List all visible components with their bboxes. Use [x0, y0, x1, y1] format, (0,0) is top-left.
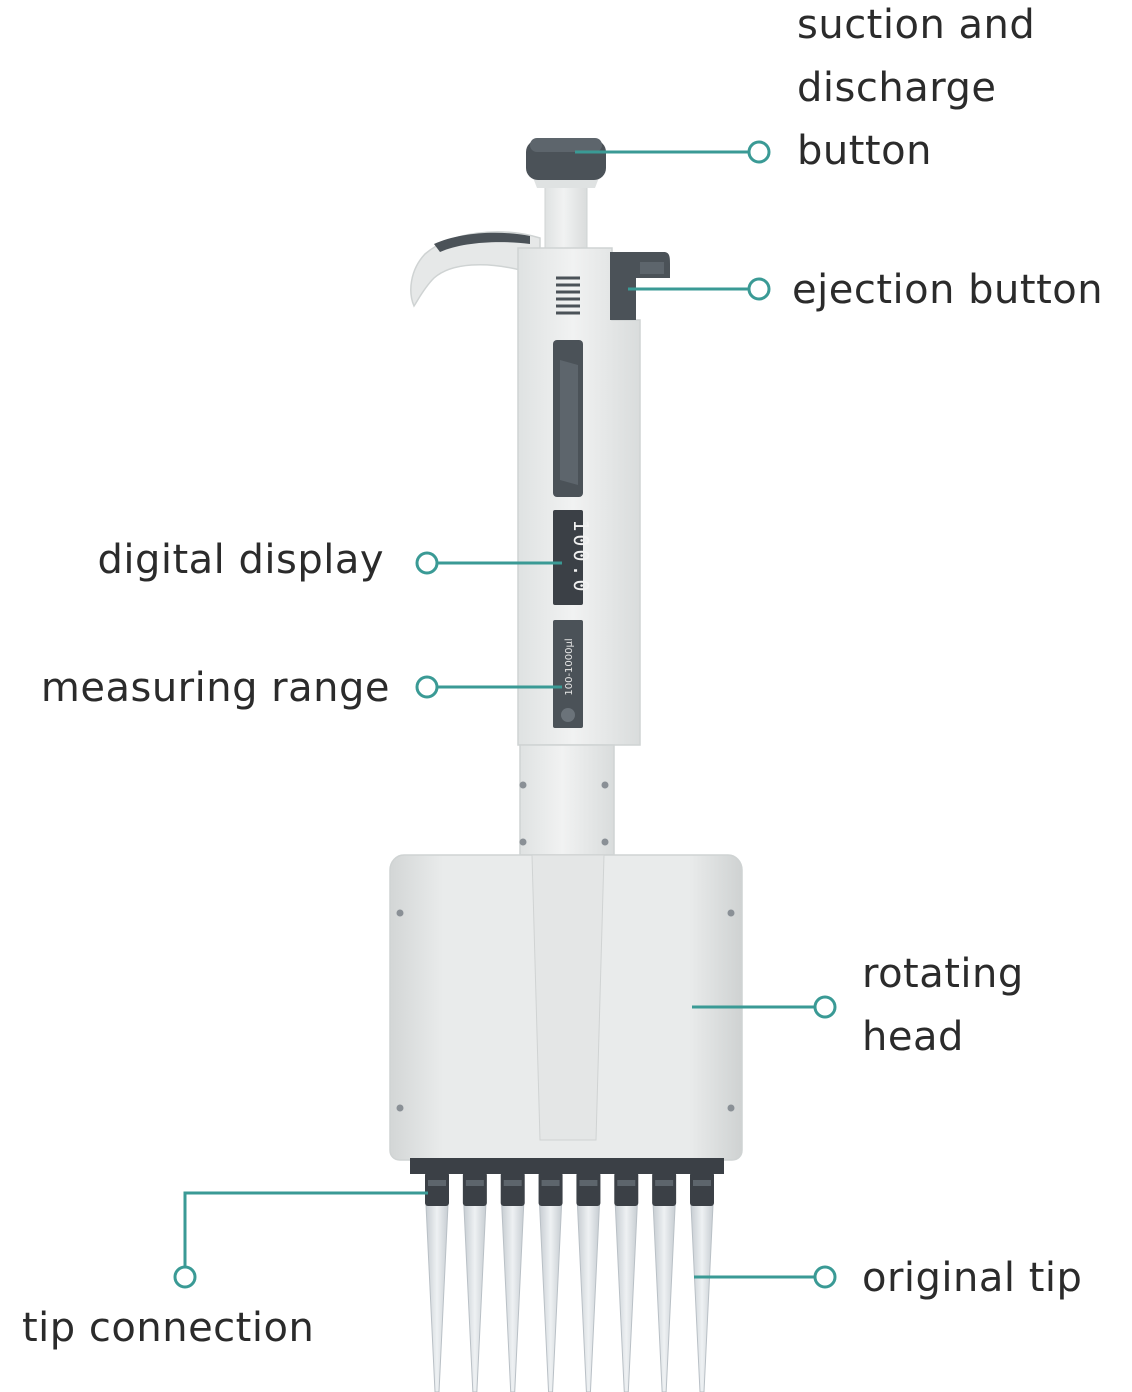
- finger-hook-edge: [434, 232, 530, 252]
- ring-icon: [813, 1265, 837, 1289]
- tip-connector-ring: [617, 1180, 636, 1186]
- tip-connector: [652, 1172, 677, 1206]
- tip-connector-ring: [579, 1180, 598, 1186]
- screw: [519, 781, 527, 789]
- grip-window-highlight: [560, 360, 578, 485]
- neck: [519, 744, 615, 856]
- original-tip: [425, 1204, 449, 1392]
- tip-connector-ring: [693, 1180, 711, 1186]
- original-tip: [539, 1204, 563, 1392]
- original-tip: [463, 1204, 487, 1392]
- range-plate-label: 100-1000μl: [564, 638, 575, 695]
- label-rotating-head-line2: head: [862, 1014, 964, 1060]
- tip-connector-ring: [503, 1180, 522, 1186]
- pipette-illustration: 100.0 100-1000μl: [389, 138, 743, 1392]
- label-suction-line3: button: [797, 128, 932, 174]
- original-tip: [652, 1204, 676, 1392]
- plunger: [526, 138, 606, 251]
- original-tip: [576, 1204, 600, 1392]
- ring-icon: [813, 995, 837, 1019]
- range-plate-dot: [561, 708, 575, 722]
- grip-ridges: [556, 276, 580, 315]
- tip-connector: [690, 1172, 714, 1206]
- ring-icon: [747, 140, 771, 164]
- screw: [396, 1104, 404, 1112]
- label-measuring-range: measuring range: [40, 665, 390, 711]
- tip-connector: [425, 1172, 449, 1206]
- label-ejection-button: ejection button: [792, 267, 1104, 313]
- screw: [601, 838, 609, 846]
- tip-connector: [538, 1172, 563, 1206]
- ejection-button: [610, 252, 670, 320]
- ring-icon: [173, 1265, 197, 1289]
- nozzle-bar: [410, 1158, 724, 1174]
- ring-icon: [415, 675, 439, 699]
- label-suction-line2: discharge: [797, 65, 997, 111]
- ring-icon: [415, 551, 439, 575]
- tip-connector: [576, 1172, 601, 1206]
- screw: [727, 1104, 735, 1112]
- ring-icon: [747, 277, 771, 301]
- tip-connectors: [425, 1172, 714, 1392]
- screw: [396, 909, 404, 917]
- screw: [601, 781, 609, 789]
- range-plate: [553, 620, 583, 728]
- label-rotating-head-line1: rotating: [862, 951, 1024, 997]
- plunger-cap-top: [530, 138, 602, 152]
- original-tip: [501, 1204, 525, 1392]
- digital-display-value: 100.0: [569, 519, 593, 594]
- callout-line-tip-connection: [183, 1191, 428, 1267]
- screw: [727, 909, 735, 917]
- digital-display: [553, 510, 583, 605]
- tip-connector: [614, 1172, 639, 1206]
- label-tip-connection: tip connection: [22, 1305, 315, 1351]
- head-spine: [531, 854, 605, 1141]
- tip-connector-ring: [541, 1180, 560, 1186]
- label-original-tip: original tip: [862, 1255, 1083, 1301]
- tip-connector: [500, 1172, 525, 1206]
- label-suction-line1: suction and: [797, 2, 1036, 48]
- tip-connector-ring: [428, 1180, 446, 1186]
- tip-connector: [462, 1172, 487, 1206]
- callouts: [173, 140, 837, 1289]
- screw: [519, 838, 527, 846]
- tip-connector-ring: [465, 1180, 484, 1186]
- label-digital-display: digital display: [97, 537, 384, 583]
- original-tip: [690, 1204, 714, 1392]
- original-tip: [614, 1204, 638, 1392]
- tip-connector-ring: [655, 1180, 674, 1186]
